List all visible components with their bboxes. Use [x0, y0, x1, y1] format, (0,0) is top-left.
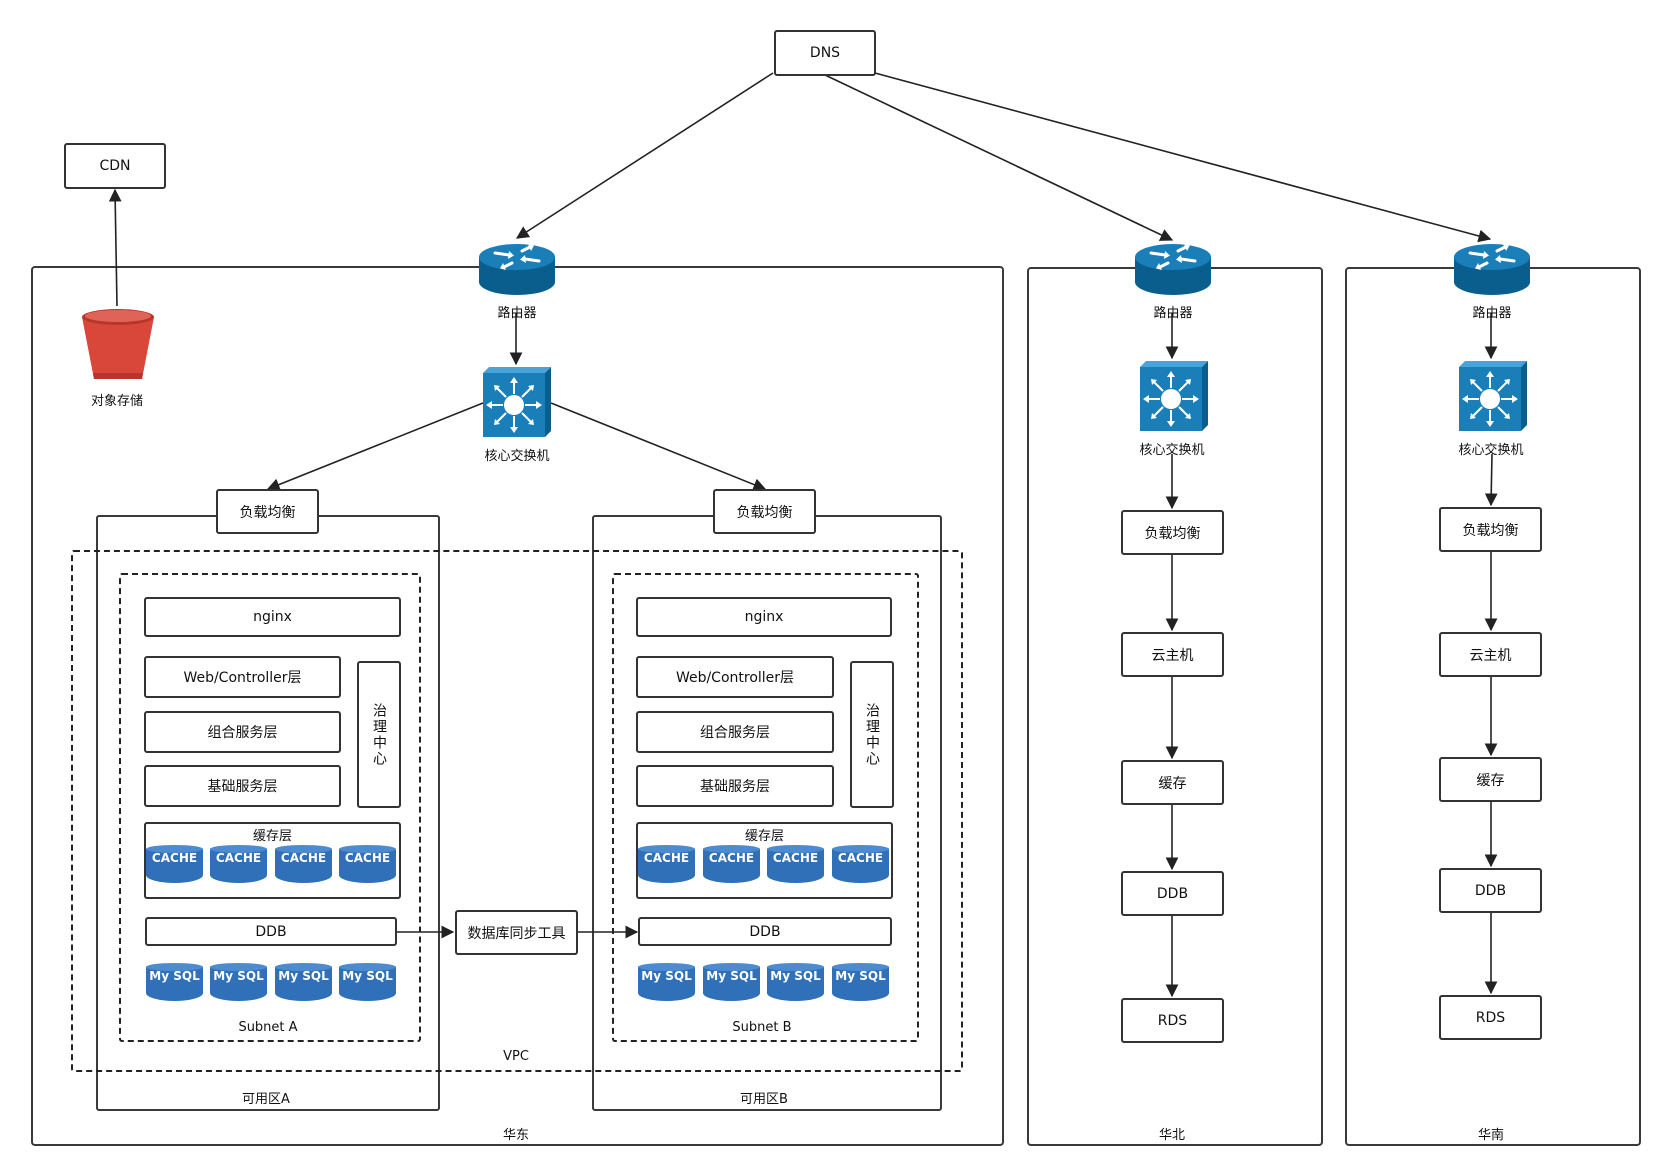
router-label: 路由器 — [1153, 306, 1193, 321]
south-cache[interactable]: 缓存 — [1439, 757, 1542, 802]
subnet-a — [119, 573, 421, 1042]
mysql-node[interactable]: My SQL — [210, 963, 267, 1005]
cdn-node[interactable]: CDN — [64, 143, 166, 189]
cache-label: CACHE — [837, 851, 884, 865]
region-east-label: 华东 — [502, 1128, 529, 1143]
mysql-label: My SQL — [342, 969, 393, 983]
cache-node[interactable]: CACHE — [339, 845, 396, 887]
mysql-node[interactable]: My SQL — [767, 963, 824, 1005]
switch-label: 核心交换机 — [484, 449, 550, 464]
mysql-node[interactable]: My SQL — [703, 963, 760, 1005]
router-label: 路由器 — [1472, 306, 1512, 321]
subnet-a-label: Subnet A — [238, 1020, 298, 1035]
mysql-node[interactable]: My SQL — [275, 963, 332, 1005]
north-ddb[interactable]: DDB — [1121, 871, 1224, 916]
ddb-box-a[interactable]: DDB — [145, 917, 397, 946]
db-sync-tool[interactable]: 数据库同步工具 — [455, 910, 578, 955]
cache-node[interactable]: CACHE — [146, 845, 203, 887]
mysql-label: My SQL — [641, 969, 692, 983]
router-icon — [1135, 244, 1211, 295]
governance-center-a[interactable]: 治理中心 — [357, 661, 401, 808]
cache-node[interactable]: CACHE — [767, 845, 824, 887]
switch-label: 核心交换机 — [1458, 443, 1524, 458]
web-controller-layer-a[interactable]: Web/Controller层 — [144, 656, 341, 698]
region-south-label: 华南 — [1477, 1128, 1504, 1143]
north-load-balancer[interactable]: 负载均衡 — [1121, 510, 1224, 555]
cache-label: CACHE — [708, 851, 755, 865]
mysql-label: My SQL — [278, 969, 329, 983]
cache-node[interactable]: CACHE — [275, 845, 332, 887]
cache-label: CACHE — [215, 851, 262, 865]
cache-label: CACHE — [280, 851, 327, 865]
router-icon — [1454, 244, 1530, 295]
mysql-node[interactable]: My SQL — [832, 963, 889, 1005]
mysql-label: My SQL — [770, 969, 821, 983]
cache-label: CACHE — [344, 851, 391, 865]
south-load-balancer[interactable]: 负载均衡 — [1439, 507, 1542, 552]
cache-label: CACHE — [643, 851, 690, 865]
bucket-icon — [82, 309, 154, 379]
nginx-box-b[interactable]: nginx — [636, 597, 892, 637]
base-service-layer-a[interactable]: 基础服务层 — [144, 765, 341, 807]
web-controller-layer-b[interactable]: Web/Controller层 — [636, 656, 834, 698]
load-balancer-a[interactable]: 负载均衡 — [216, 489, 319, 534]
cache-node[interactable]: CACHE — [832, 845, 889, 887]
zone-b-label: 可用区B — [740, 1092, 788, 1107]
governance-center-b[interactable]: 治理中心 — [850, 661, 894, 808]
south-rds[interactable]: RDS — [1439, 995, 1542, 1040]
nginx-box-a[interactable]: nginx — [144, 597, 401, 637]
router-icon — [479, 244, 555, 295]
combo-service-layer-a[interactable]: 组合服务层 — [144, 711, 341, 753]
base-service-layer-b[interactable]: 基础服务层 — [636, 765, 834, 807]
mysql-label: My SQL — [149, 969, 200, 983]
dns-node[interactable]: DNS — [774, 30, 876, 76]
north-rds[interactable]: RDS — [1121, 998, 1224, 1043]
zone-a-label: 可用区A — [242, 1092, 290, 1107]
vpc — [71, 550, 963, 1072]
cache-layer-title: 缓存层 — [744, 829, 784, 844]
switch-label: 核心交换机 — [1139, 443, 1205, 458]
south-ddb[interactable]: DDB — [1439, 868, 1542, 913]
cache-node[interactable]: CACHE — [703, 845, 760, 887]
north-cache[interactable]: 缓存 — [1121, 760, 1224, 805]
mysql-node[interactable]: My SQL — [638, 963, 695, 1005]
cache-label: CACHE — [772, 851, 819, 865]
governance-label-b: 治理中心 — [864, 702, 880, 767]
south-cloud-vm[interactable]: 云主机 — [1439, 632, 1542, 677]
region-north-label: 华北 — [1158, 1128, 1185, 1143]
edge-dns-south-router — [874, 72, 1492, 243]
ddb-box-b[interactable]: DDB — [638, 917, 892, 946]
mysql-node[interactable]: My SQL — [339, 963, 396, 1005]
core-switch-icon — [1459, 361, 1527, 431]
cache-label: CACHE — [151, 851, 198, 865]
north-cloud-vm[interactable]: 云主机 — [1121, 632, 1224, 677]
router-label: 路由器 — [497, 306, 537, 321]
core-switch-icon — [483, 367, 551, 437]
mysql-label: My SQL — [835, 969, 886, 983]
edge-dns-east-router — [515, 72, 774, 239]
load-balancer-b[interactable]: 负载均衡 — [713, 489, 816, 534]
storage-label: 对象存储 — [90, 394, 143, 409]
combo-service-layer-b[interactable]: 组合服务层 — [636, 711, 834, 753]
edge-dns-north-router — [824, 74, 1174, 241]
vpc-label: VPC — [503, 1049, 529, 1064]
cache-node[interactable]: CACHE — [210, 845, 267, 887]
core-switch-icon — [1140, 361, 1208, 431]
cache-layer-title: 缓存层 — [252, 829, 292, 844]
cache-node[interactable]: CACHE — [638, 845, 695, 887]
subnet-b — [612, 573, 919, 1042]
mysql-label: My SQL — [213, 969, 264, 983]
subnet-b-label: Subnet B — [732, 1020, 792, 1035]
mysql-label: My SQL — [706, 969, 757, 983]
governance-label-a: 治理中心 — [371, 702, 387, 767]
mysql-node[interactable]: My SQL — [146, 963, 203, 1005]
